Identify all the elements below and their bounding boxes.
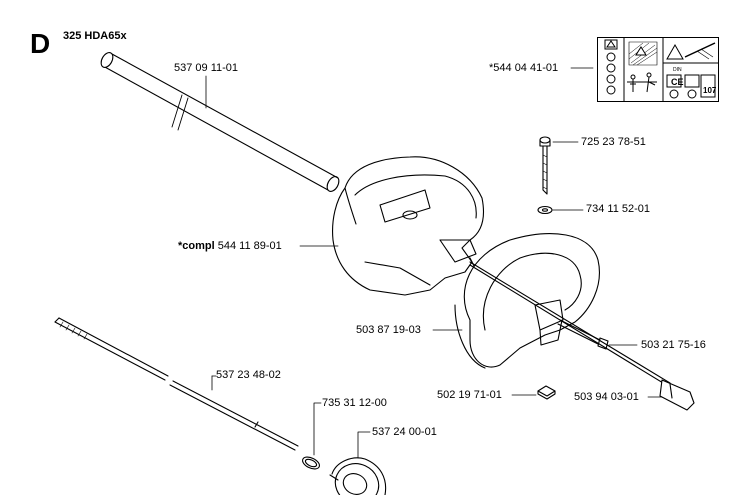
tube-part (100, 52, 340, 192)
ring-part (302, 456, 320, 470)
guard-part (332, 156, 485, 296)
cable-part (469, 261, 695, 411)
label-bolt[interactable]: 725 23 78-51 (581, 136, 646, 148)
section-letter: D (30, 28, 51, 59)
safety-decal: CE 107 DIN (597, 37, 719, 102)
svg-text:CE: CE (671, 77, 684, 87)
leader-lines (205, 67, 663, 459)
model-title: 325 HDA65x (63, 30, 127, 42)
label-guard-number: 544 11 89-01 (217, 240, 282, 252)
nut-part (537, 385, 556, 400)
clutch-drum-part (329, 457, 387, 500)
label-guard[interactable]: *compl 544 11 89-01 (178, 240, 282, 253)
label-washer[interactable]: 734 11 52-01 (586, 203, 651, 215)
label-screw[interactable]: 503 21 75-16 (641, 339, 706, 351)
label-guard-prefix: *compl (178, 240, 215, 252)
label-handle[interactable]: 503 87 19-03 (356, 324, 421, 336)
label-decal[interactable]: *544 04 41-01 (489, 62, 559, 74)
svg-text:DIN: DIN (673, 67, 682, 73)
handle-part (454, 233, 600, 369)
label-tube[interactable]: 537 09 11-01 (174, 62, 239, 74)
shaft-part (54, 317, 299, 451)
svg-text:107: 107 (703, 86, 717, 95)
bolt-part (539, 136, 551, 195)
label-shaft[interactable]: 537 23 48-02 (216, 369, 281, 381)
label-ring[interactable]: 735 31 12-00 (322, 397, 387, 409)
label-nut[interactable]: 502 19 71-01 (437, 389, 502, 401)
screw-part (557, 319, 609, 350)
washer-part (537, 205, 553, 215)
label-clutch-drum[interactable]: 537 24 00-01 (372, 426, 437, 438)
label-cable[interactable]: 503 94 03-01 (574, 391, 639, 403)
